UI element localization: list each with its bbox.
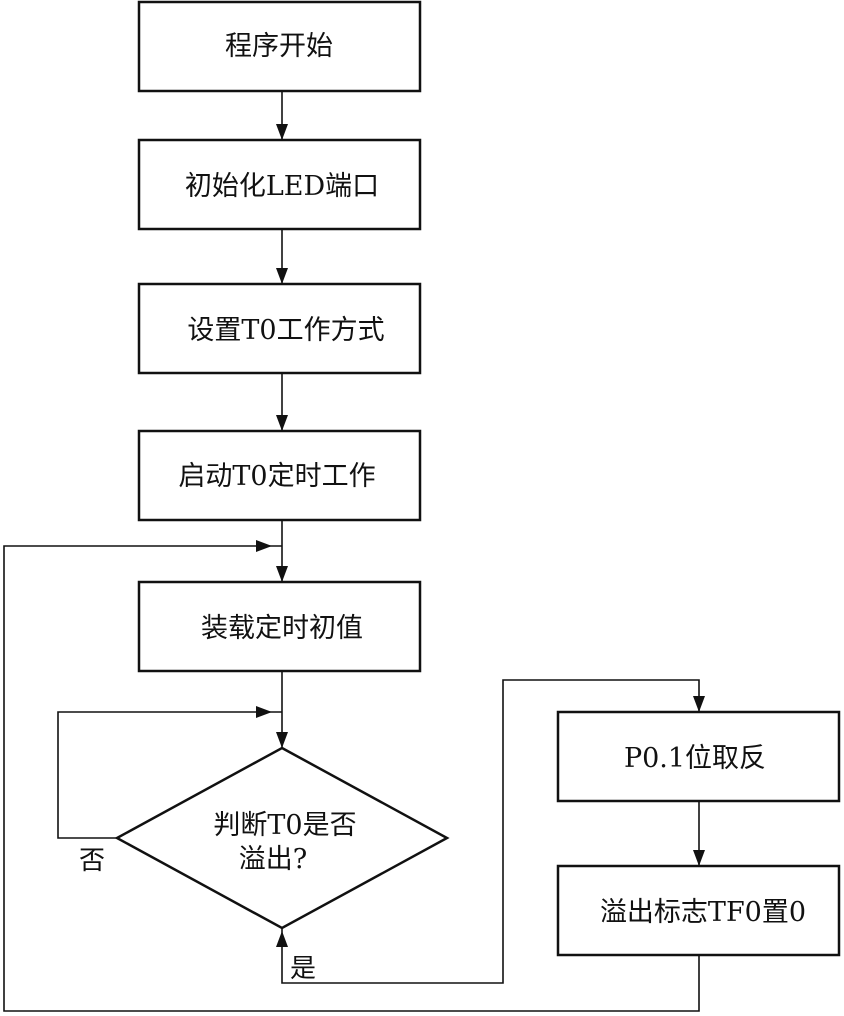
load-initial-box	[137, 580, 422, 673]
clear-tf0-box	[556, 864, 841, 957]
arrow-head	[276, 566, 288, 582]
start-label: 程序开始	[225, 31, 333, 62]
arrow-head	[256, 540, 272, 552]
load-initial-label: 装载定时初值	[201, 613, 363, 644]
clear-tf0-label: 溢出标志TF0置0	[600, 897, 806, 928]
arrow-head	[693, 850, 705, 866]
arrow-head	[276, 268, 288, 284]
start-t0-box	[137, 429, 422, 522]
toggle-p01-box	[556, 710, 841, 803]
arrow-head	[693, 696, 705, 712]
yes-edge-label: 是	[290, 954, 316, 984]
start-t0-label: 启动T0定时工作	[178, 461, 375, 492]
set-t0-mode-label: 设置T0工作方式	[187, 315, 384, 346]
return-loop-line	[3, 545, 700, 1012]
set-t0-mode-box	[137, 282, 422, 375]
decision-label-line1: 判断T0是否	[213, 810, 356, 841]
decision-label-line2: 溢出?	[239, 844, 307, 875]
arrow-head	[276, 732, 288, 748]
no-loop-line	[57, 711, 282, 839]
init-led-label: 初始化LED端口	[185, 171, 379, 202]
no-edge-label: 否	[79, 846, 105, 876]
arrow-head	[256, 706, 272, 718]
init-led-box	[137, 138, 422, 231]
toggle-p01-label: P0.1位取反	[624, 743, 766, 774]
arrow-head	[276, 931, 288, 947]
yes-path-line	[281, 679, 700, 984]
arrow-head	[276, 124, 288, 140]
arrow-head	[276, 415, 288, 431]
start-box	[137, 0, 422, 93]
